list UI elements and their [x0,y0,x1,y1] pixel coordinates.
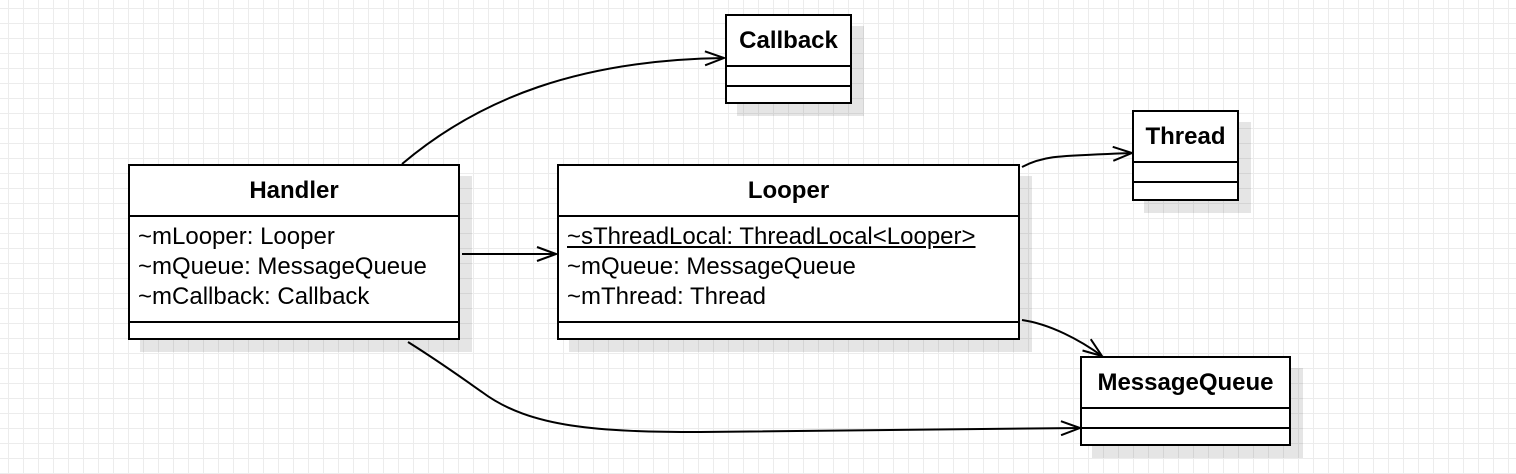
class-handler-name: Handler [130,166,458,217]
class-callback-name: Callback [727,16,850,67]
edge-looper-to-thread [1021,153,1132,168]
edge-handler-to-callback [401,58,724,165]
class-callback-attributes [727,67,850,87]
class-thread-attributes [1134,163,1237,183]
class-callback-operations [727,87,850,102]
class-looper-attribute: ~mQueue: MessageQueue [567,253,856,280]
class-handler-attribute: ~mCallback: Callback [138,283,370,310]
class-looper-attributes: ~sThreadLocal: ThreadLocal<Looper> ~mQue… [559,217,1018,323]
class-looper[interactable]: Looper ~sThreadLocal: ThreadLocal<Looper… [557,164,1020,340]
class-handler-operations [130,323,458,338]
edge-handler-to-messagequeue [407,341,1080,432]
class-messagequeue[interactable]: MessageQueue [1080,356,1291,446]
class-handler-attribute: ~mQueue: MessageQueue [138,253,427,280]
class-handler[interactable]: Handler ~mLooper: Looper ~mQueue: Messag… [128,164,460,340]
class-thread[interactable]: Thread [1132,110,1239,201]
class-handler-attributes: ~mLooper: Looper ~mQueue: MessageQueue ~… [130,217,458,323]
class-looper-name: Looper [559,166,1018,217]
class-messagequeue-attributes [1082,409,1289,429]
class-callback[interactable]: Callback [725,14,852,104]
class-looper-attribute: ~mThread: Thread [567,283,766,310]
class-looper-operations [559,323,1018,338]
class-looper-static-attribute: ~sThreadLocal: ThreadLocal<Looper> [567,223,976,250]
class-handler-attribute: ~mLooper: Looper [138,223,335,250]
class-messagequeue-name: MessageQueue [1082,358,1289,409]
class-thread-name: Thread [1134,112,1237,163]
class-messagequeue-operations [1082,429,1289,444]
edge-looper-to-messagequeue [1021,319,1102,356]
class-thread-operations [1134,183,1237,199]
